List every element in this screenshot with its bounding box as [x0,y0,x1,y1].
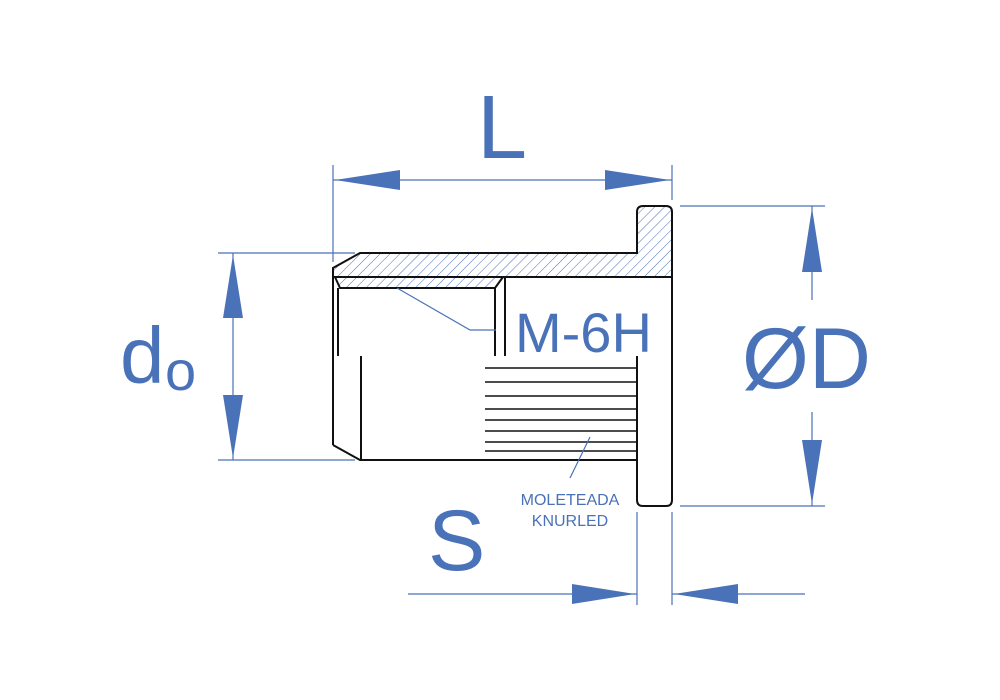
knurl-label-en: KNURLED [532,513,608,530]
arrow-right-icon [605,170,670,190]
dimension-arrows [223,170,822,604]
knurl-label-es: MOLETEADA [521,492,620,509]
outer-diameter-label: ØD [742,311,871,407]
knurl-lines [485,367,637,452]
arrow-left-icon [674,584,738,604]
arrow-down-icon [802,440,822,504]
inner-diameter-subscript: o [165,339,196,402]
wall-section-hatch [333,206,672,277]
inner-diameter-label: d [120,311,165,400]
dimension-lines [218,165,825,605]
arrow-right-icon [572,584,635,604]
arrow-left-icon [335,170,400,190]
thread-label: M-6H [515,301,652,364]
part-outline [332,205,673,507]
arrow-up-icon [802,208,822,272]
arrow-down-icon [223,395,243,458]
flange-thickness-label: S [428,493,485,589]
length-label: L [477,78,527,178]
thread-section-hatch [335,277,503,288]
arrow-up-icon [223,255,243,318]
